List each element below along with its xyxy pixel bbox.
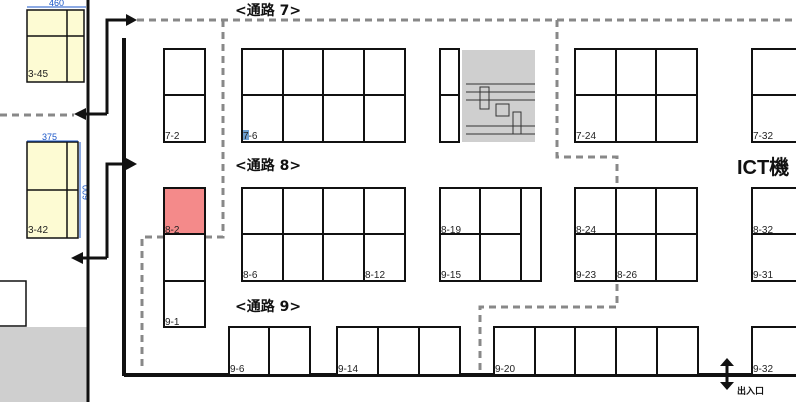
booth-8-6[interactable]: 8-6 8-12 <box>241 187 406 282</box>
booth-9-6[interactable]: 9-6 <box>228 326 311 376</box>
zone-label: ICT機 <box>737 156 789 179</box>
booth-7-6[interactable]: 7-6 <box>241 48 406 143</box>
aisle-label-7: <通路 7> <box>235 2 301 19</box>
booth-8-24[interactable]: 8-24 9-23 8-26 <box>574 187 698 282</box>
exit-label: 出入口 <box>737 385 764 397</box>
booth-7-32[interactable]: 7-32 <box>751 48 796 143</box>
side-booth-3-42[interactable]: 3-42 <box>26 141 79 239</box>
dimension-label: 600 <box>81 185 91 200</box>
booth-label: 9-32 <box>753 364 773 375</box>
booth-label: 8-19 <box>441 225 461 236</box>
booth-label: 9-15 <box>441 270 461 281</box>
booth-label: 7-24 <box>576 131 596 142</box>
booth-8-32[interactable]: 8-32 9-31 <box>751 187 796 282</box>
booth-9-14[interactable]: 9-14 <box>336 326 461 376</box>
gray-area-detail <box>466 83 535 135</box>
booth-label: 8-24 <box>576 225 596 236</box>
arrowhead <box>71 14 137 264</box>
aisle-label-8: <通路 8> <box>235 157 301 174</box>
booth-7-24[interactable]: 7-24 <box>574 48 698 143</box>
booth-label: 9-23 <box>576 270 596 281</box>
booth-7-2[interactable]: 7-2 <box>163 48 206 143</box>
booth-label: 9-31 <box>753 270 773 281</box>
exit-arrow-icon <box>720 358 734 390</box>
booth-9-32[interactable]: 9-32 <box>751 326 796 376</box>
booth-label: 9-20 <box>495 364 515 375</box>
booth-label: 8-26 <box>617 270 637 281</box>
booth-label: 9-6 <box>230 364 245 375</box>
booth-label: 3-45 <box>28 69 48 80</box>
route-arrow <box>80 18 128 260</box>
booth-9-20[interactable]: 9-20 <box>493 326 699 376</box>
side-booth-3-45[interactable]: 3-45 <box>26 9 85 83</box>
booth-label: 8-6 <box>243 270 258 281</box>
dimension-label: 460 <box>49 0 64 8</box>
booth-label: 9-1 <box>165 317 180 328</box>
booth-label: 7-32 <box>753 131 773 142</box>
booth-label: 8-32 <box>753 225 773 236</box>
booth-9-1[interactable]: 9-1 <box>163 233 206 328</box>
booth-label: 8-2 <box>165 225 180 236</box>
gray-area-upper <box>462 50 535 142</box>
booth-label: 9-14 <box>338 364 358 375</box>
booth-narrow-upper[interactable] <box>439 48 460 143</box>
booth-partial-left[interactable] <box>0 280 27 327</box>
booth-label: 7-6 <box>243 131 258 142</box>
booth-8-19[interactable]: 8-19 9-15 <box>439 187 542 282</box>
aisle-label-9: <通路 9> <box>235 298 301 315</box>
booth-label: 3-42 <box>28 225 48 236</box>
booth-label: 8-12 <box>365 270 385 281</box>
booth-label: 7-2 <box>165 131 180 142</box>
booth-8-2-selected[interactable]: 8-2 <box>163 187 206 236</box>
gray-area-bottom-left <box>0 327 88 402</box>
dimension-label: 375 <box>42 132 57 142</box>
